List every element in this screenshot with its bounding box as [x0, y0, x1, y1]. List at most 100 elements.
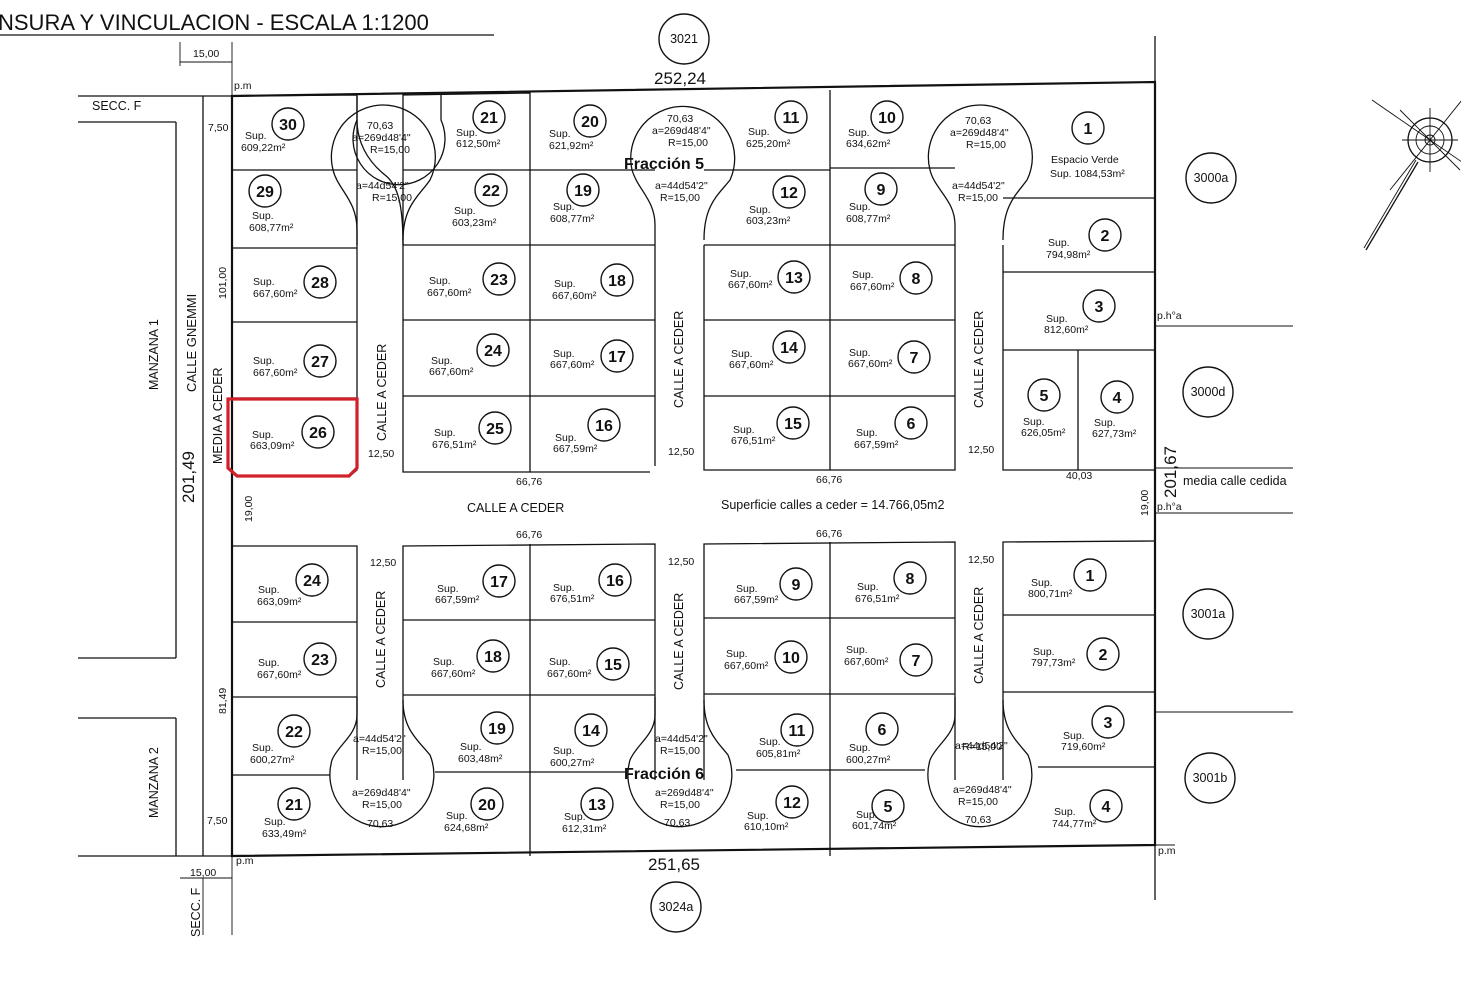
svg-text:24: 24 — [484, 343, 502, 360]
svg-text:610,10m²: 610,10m² — [744, 821, 789, 833]
street-width-bottom: 15,00 — [190, 867, 216, 879]
svg-text:12,50: 12,50 — [968, 554, 994, 566]
pha-label-2: p.h°a — [1157, 501, 1182, 513]
svg-text:a=269d48'4": a=269d48'4" — [950, 127, 1009, 139]
svg-text:20: 20 — [581, 114, 599, 131]
svg-text:Sup.: Sup. — [252, 742, 274, 754]
svg-text:a=269d48'4": a=269d48'4" — [652, 125, 711, 137]
svg-text:22: 22 — [482, 183, 500, 200]
neighbor-3024a: 3024a — [650, 881, 702, 933]
svg-text:676,51m²: 676,51m² — [550, 593, 595, 605]
bottom-total-dimension: 251,65 — [648, 855, 700, 874]
media-a-ceder-label: MEDIA A CEDER — [211, 367, 225, 464]
svg-text:1: 1 — [1084, 121, 1093, 138]
svg-text:612,31m²: 612,31m² — [562, 823, 607, 835]
svg-text:Sup. 1084,53m²: Sup. 1084,53m² — [1050, 168, 1125, 180]
svg-text:Sup.: Sup. — [429, 275, 451, 287]
svg-text:667,60m²: 667,60m² — [552, 290, 597, 302]
svg-text:12,50: 12,50 — [370, 557, 396, 569]
svg-text:12: 12 — [783, 795, 801, 812]
svg-text:12,50: 12,50 — [368, 448, 394, 460]
svg-text:605,81m²: 605,81m² — [756, 748, 801, 760]
neighbor-3021: 3021 — [658, 13, 710, 65]
svg-text:667,60m²: 667,60m² — [550, 359, 595, 371]
calle-v-top-2: CALLE A CEDER — [672, 311, 686, 408]
svg-text:625,20m²: 625,20m² — [746, 138, 791, 150]
svg-text:1: 1 — [1086, 568, 1095, 585]
svg-text:667,60m²: 667,60m² — [253, 288, 298, 300]
svg-text:634,62m²: 634,62m² — [846, 138, 891, 150]
svg-text:19,00: 19,00 — [243, 496, 255, 522]
svg-text:19,00: 19,00 — [1139, 490, 1151, 516]
svg-text:8: 8 — [906, 571, 915, 588]
svg-text:10: 10 — [878, 110, 896, 127]
svg-text:13: 13 — [785, 270, 803, 287]
left-total-dimension: 201,49 — [179, 451, 198, 503]
svg-text:797,73m²: 797,73m² — [1031, 657, 1076, 669]
svg-text:Sup.: Sup. — [849, 347, 871, 359]
svg-text:Sup.: Sup. — [1048, 237, 1070, 249]
pm-label-tl: p.m — [234, 80, 252, 92]
svg-text:Sup.: Sup. — [253, 276, 275, 288]
svg-text:17: 17 — [490, 574, 508, 591]
svg-text:Sup.: Sup. — [1046, 313, 1068, 325]
calle-v-bottom-3: CALLE A CEDER — [972, 587, 986, 684]
svg-text:15: 15 — [604, 657, 622, 674]
highlighted-lot-26[interactable] — [226, 397, 359, 478]
svg-text:Sup.: Sup. — [433, 656, 455, 668]
svg-text:603,48m²: 603,48m² — [458, 753, 503, 765]
svg-text:667,60m²: 667,60m² — [547, 668, 592, 680]
svg-text:667,60m²: 667,60m² — [848, 358, 893, 370]
svg-text:30: 30 — [279, 117, 297, 134]
svg-text:667,59m²: 667,59m² — [854, 439, 899, 451]
svg-text:Sup.: Sup. — [446, 810, 468, 822]
svg-text:23: 23 — [311, 652, 329, 669]
svg-text:Sup.: Sup. — [849, 742, 871, 754]
svg-text:667,60m²: 667,60m² — [729, 359, 774, 371]
culdesac-top-left — [330, 104, 437, 245]
svg-text:Sup.: Sup. — [747, 810, 769, 822]
svg-text:12,50: 12,50 — [668, 556, 694, 568]
svg-text:81,49: 81,49 — [217, 688, 229, 714]
media-calle-cedida-label: media calle cedida — [1183, 474, 1287, 488]
block-top-col4 — [703, 90, 831, 471]
svg-text:5: 5 — [1040, 388, 1049, 405]
svg-text:676,51m²: 676,51m² — [432, 439, 477, 451]
svg-text:Sup.: Sup. — [554, 278, 576, 290]
svg-text:R=15,00: R=15,00 — [958, 796, 998, 808]
svg-text:3: 3 — [1095, 299, 1104, 316]
svg-text:R=15,00: R=15,00 — [958, 192, 998, 204]
right-total-dimension: 201,67 — [1161, 446, 1180, 498]
svg-text:a=44d54'2": a=44d54'2" — [356, 180, 409, 192]
block-bottom-col4 — [703, 541, 956, 856]
svg-text:18: 18 — [484, 649, 502, 666]
svg-text:16: 16 — [606, 573, 624, 590]
svg-text:608,77m²: 608,77m² — [249, 222, 294, 234]
svg-text:Sup.: Sup. — [553, 348, 575, 360]
culdesac-top-mid — [630, 105, 736, 245]
svg-text:Sup.: Sup. — [856, 427, 878, 439]
svg-text:28: 28 — [311, 275, 329, 292]
svg-text:66,76: 66,76 — [816, 528, 842, 540]
svg-text:Sup.: Sup. — [549, 656, 571, 668]
compass-icon — [1363, 99, 1461, 251]
svg-text:2: 2 — [1101, 228, 1110, 245]
neighbor-3001a: 3001a — [1182, 588, 1234, 640]
svg-text:667,60m²: 667,60m² — [728, 279, 773, 291]
svg-text:794,98m²: 794,98m² — [1046, 249, 1091, 261]
svg-text:11: 11 — [783, 110, 800, 127]
svg-text:Sup.: Sup. — [846, 644, 868, 656]
